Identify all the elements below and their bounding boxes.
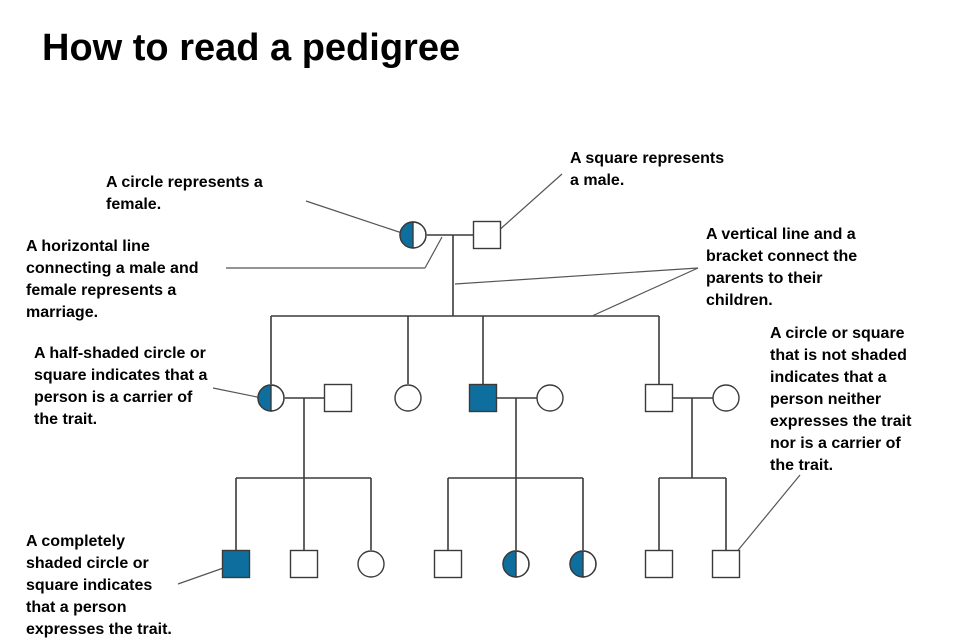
generation_3-female-carrier-5	[502, 550, 530, 578]
carrier-half-shade	[258, 385, 271, 411]
male-square	[644, 549, 674, 579]
generation_3-male-unaffected-7	[644, 549, 674, 579]
annotation-marriage: A horizontal line connecting a male and …	[26, 238, 199, 321]
generation_1-male-unaffected-2	[472, 220, 502, 250]
generation_2-female-unaffected-5	[536, 384, 564, 412]
generation_3-female-unaffected-3	[357, 550, 385, 578]
generation_3-female-carrier-6	[569, 550, 597, 578]
pedigree-lines	[235, 234, 727, 550]
male-square	[468, 383, 498, 413]
annotation-parents-children: A vertical line and a bracket connect th…	[706, 226, 858, 309]
generation_3-male-unaffected-4	[433, 549, 463, 579]
female-circle	[394, 384, 422, 412]
generation_2-female-unaffected-3	[394, 384, 422, 412]
generation_2-male-affected-4	[468, 383, 498, 413]
generation_1-female-carrier-1	[399, 221, 427, 249]
leader-vertical-line	[454, 267, 699, 285]
carrier-half-shade	[503, 551, 516, 577]
annotation-leaders	[177, 173, 801, 585]
generation_2-male-unaffected-2	[323, 383, 353, 413]
annotation-carrier: A half-shaded circle or square indicates…	[34, 345, 208, 428]
generation_2-female-carrier-1	[257, 384, 285, 412]
leader-marriage-diagonal	[424, 236, 443, 269]
carrier-half-shade	[570, 551, 583, 577]
annotation-male: A square represents a male.	[570, 150, 725, 189]
male-square	[644, 383, 674, 413]
generation_2-male-unaffected-6	[644, 383, 674, 413]
generation_3-male-unaffected-2	[289, 549, 319, 579]
female-circle	[712, 384, 740, 412]
annotation-unshaded: A circle or square that is not shaded in…	[770, 325, 912, 474]
generation_2-female-unaffected-7	[712, 384, 740, 412]
leader-bracket	[591, 267, 699, 317]
leader-affected	[177, 565, 230, 585]
leader-unshaded	[729, 474, 801, 561]
leader-male	[496, 173, 563, 233]
annotation-female: A circle represents a female.	[106, 174, 263, 213]
carrier-half-shade	[400, 222, 413, 248]
male-square	[289, 549, 319, 579]
male-square	[472, 220, 502, 250]
male-square	[221, 549, 251, 579]
leader-female	[305, 200, 403, 234]
leader-carrier	[212, 387, 263, 399]
page-title: How to read a pedigree	[42, 27, 461, 69]
male-square	[711, 549, 741, 579]
male-square	[433, 549, 463, 579]
generation_3-male-unaffected-8	[711, 549, 741, 579]
generation_3-male-affected-1	[221, 549, 251, 579]
annotation-affected: A completely shaded circle or square ind…	[26, 533, 172, 638]
female-circle	[536, 384, 564, 412]
male-square	[323, 383, 353, 413]
female-circle	[357, 550, 385, 578]
pedigree-symbols	[221, 220, 741, 579]
